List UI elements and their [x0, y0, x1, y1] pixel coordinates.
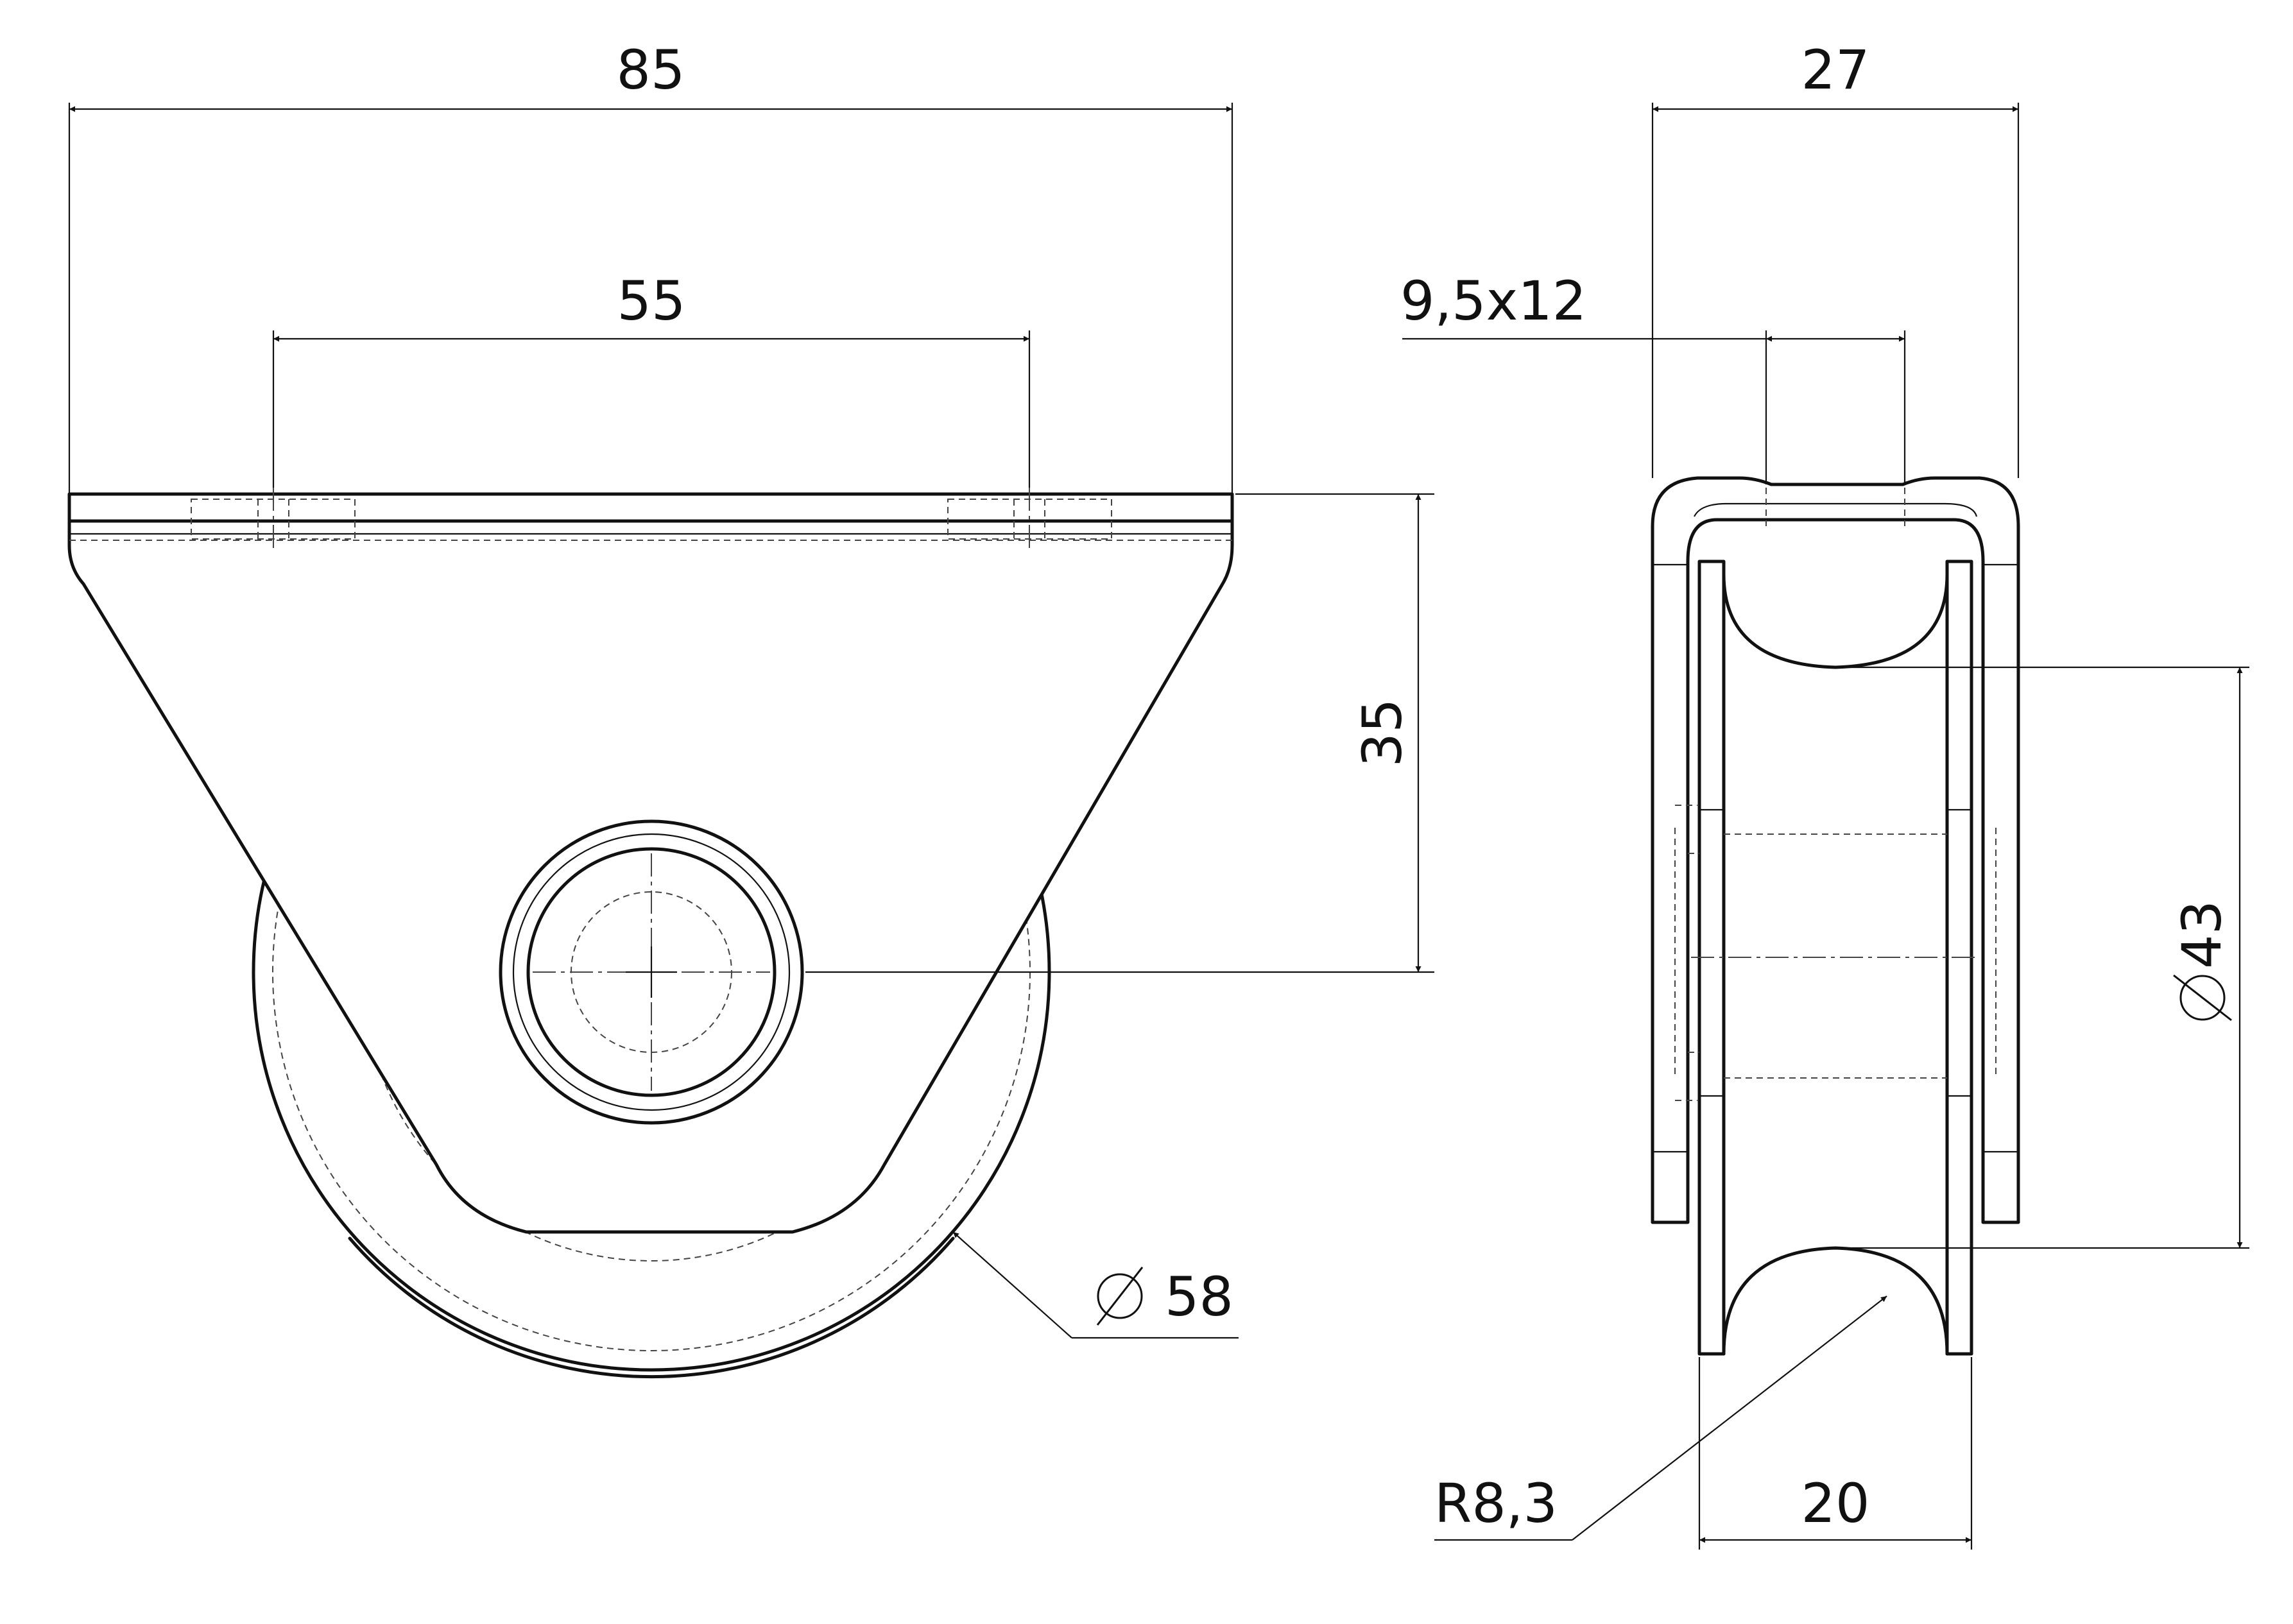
side-view: 27 9,5x12 43 R8,3 20 [1400, 38, 2249, 1550]
dim-slot: 9,5x12 [1400, 269, 1586, 332]
dim-hole-spacing: 55 [617, 269, 686, 332]
dim-overall-width: 85 [617, 38, 685, 101]
front-view: 85 55 35 58 [67, 38, 1434, 1379]
dim-wheel-diameter: 58 [1165, 1265, 1233, 1328]
wheel-lower-arc [348, 1236, 955, 1379]
bearing-inner [526, 847, 777, 1097]
groove-top [1722, 572, 1949, 669]
diameter-symbol-icon [2179, 975, 2226, 1021]
diameter-symbol-icon [1097, 1273, 1143, 1319]
dim-wheel-width: 20 [1801, 1472, 1870, 1535]
dim-side-width: 27 [1801, 38, 1870, 101]
dim-groove-radius: R8,3 [1434, 1472, 1558, 1535]
bearing-outer [499, 819, 804, 1125]
bearing-race [512, 833, 791, 1111]
groove-bottom [1722, 1246, 1949, 1356]
dim-axle-height: 35 [1351, 699, 1414, 767]
dim-groove-diameter: 43 [2170, 900, 2233, 969]
side-top-plate [1651, 476, 2020, 1224]
